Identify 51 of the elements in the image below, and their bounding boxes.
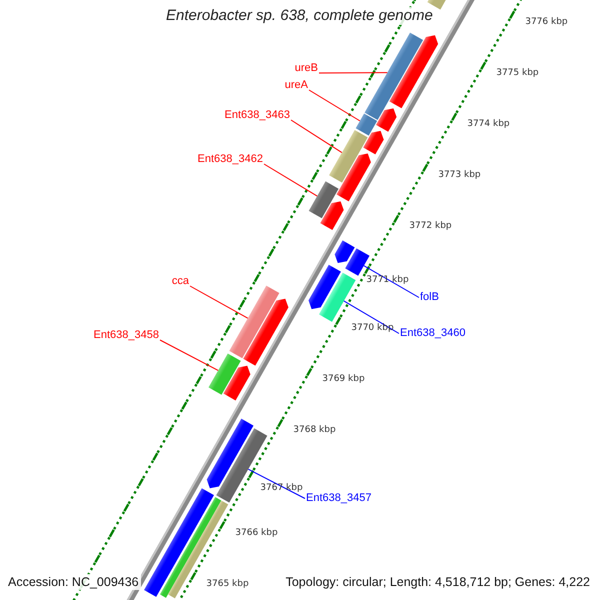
gene-label: ureB [294, 62, 318, 75]
gene-segment [208, 353, 241, 395]
scale-label: 3770 kbp [351, 323, 394, 334]
gene-segment [168, 500, 228, 598]
leader-line [160, 340, 219, 371]
gene-label: Ent638_3462 [198, 153, 263, 166]
gene-segment [206, 418, 254, 488]
scale-label: 3765 kbp [206, 578, 249, 590]
scale-label: 3774 kbp [467, 119, 510, 130]
gene-segment [363, 130, 384, 154]
scale-label: 3771 kbp [366, 275, 409, 286]
scale-label: 3772 kbp [409, 221, 452, 232]
leader-line [190, 286, 248, 319]
scale-label: 3767 kbp [260, 482, 303, 494]
leader-line [343, 300, 400, 334]
gene-segment [389, 35, 438, 108]
gene-label: Ent638_3457 [306, 492, 372, 505]
gene-label: cca [172, 275, 189, 288]
gene-segment [320, 201, 344, 230]
scale-label: 3768 kbp [293, 425, 336, 436]
scale-label: 3776 kbp [525, 17, 568, 28]
gene-segment [334, 240, 355, 263]
gene-segment [243, 298, 288, 366]
scale-label: 3775 kbp [496, 68, 539, 80]
gene-label: Ent638_3460 [400, 327, 466, 340]
gene-label: folB [420, 291, 439, 304]
gene-segment [336, 154, 371, 202]
scale-label: 3773 kbp [438, 170, 481, 182]
leader-line [290, 120, 342, 154]
gene-segment [308, 264, 341, 310]
gene-segment [376, 108, 397, 132]
scale-label: 3766 kbp [235, 528, 278, 539]
gene-segment [223, 366, 250, 400]
gene-label: ureA [284, 79, 308, 92]
genome-info-text: Topology: circular; Length: 4,518,712 bp; Genes: 4,222 [284, 574, 592, 590]
accession-text: Accession: NC_009436 [6, 574, 141, 590]
gene-segment [364, 32, 424, 120]
gene-label: Ent638_3458 [94, 329, 159, 342]
gene-segment [356, 113, 378, 136]
leader-line [308, 90, 360, 122]
leader-line [363, 265, 420, 298]
title: Enterobacter sp. 638, complete genome [164, 7, 435, 25]
gene-segment [308, 181, 339, 218]
gene-segment [229, 286, 280, 358]
leader-line [264, 164, 318, 197]
gene-segment [345, 248, 370, 276]
leader-line [248, 468, 306, 499]
gene-segment [318, 272, 356, 322]
gene-label: Ent638_3463 [224, 109, 290, 122]
scale-label: 3769 kbp [322, 374, 365, 386]
leader-line [318, 72, 388, 74]
